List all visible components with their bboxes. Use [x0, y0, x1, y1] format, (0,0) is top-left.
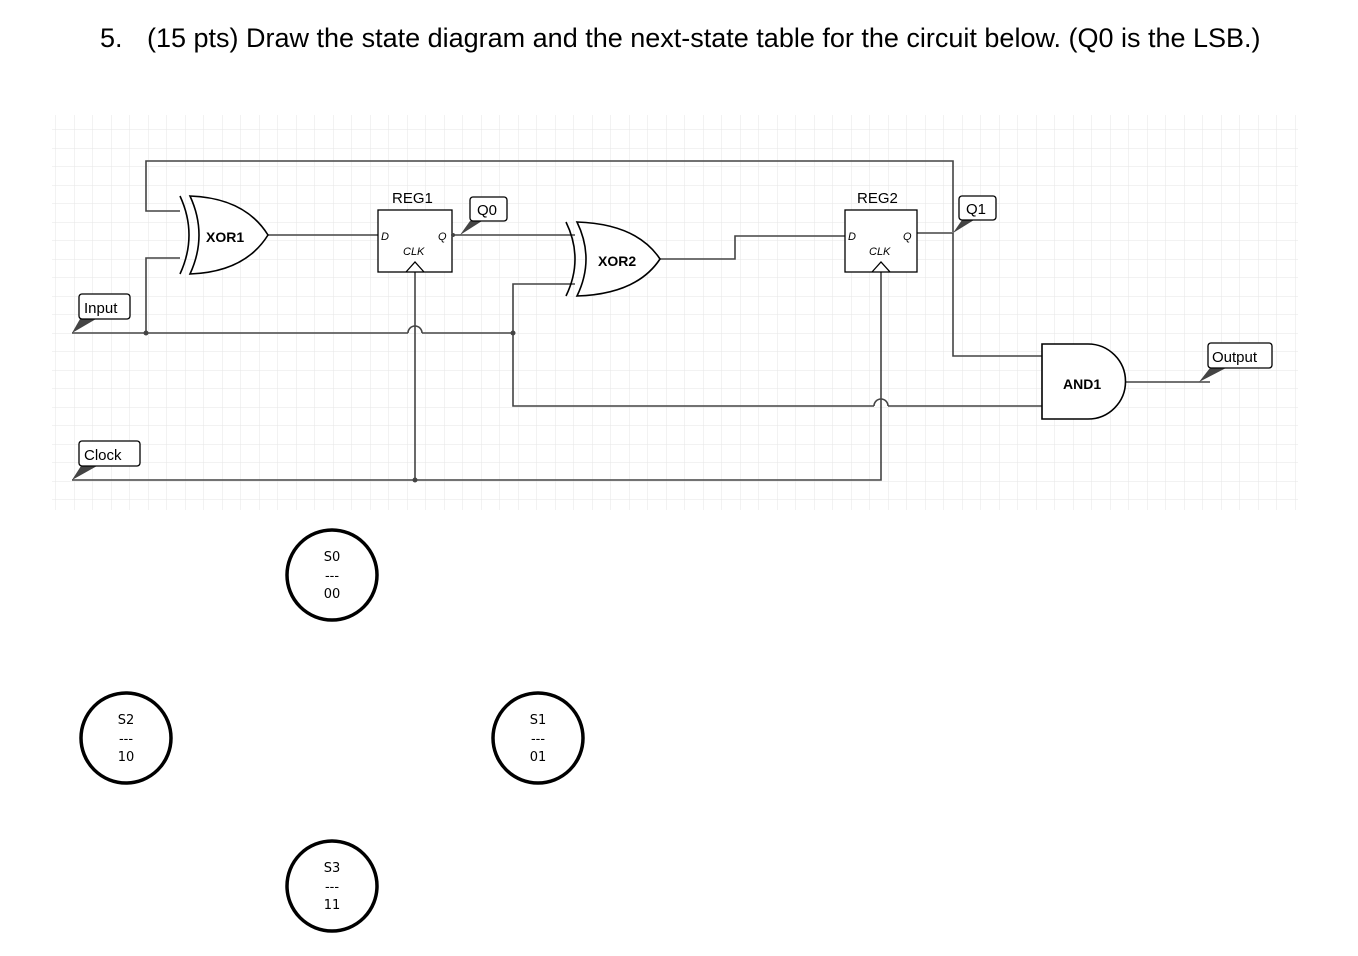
clock-wire: [72, 272, 882, 481]
feedback-wire: [145, 160, 954, 232]
junction-dot: [510, 330, 516, 336]
question-number: 5.: [100, 23, 123, 53]
question: 5. (15 pts) Draw the state diagram and t…: [100, 20, 1320, 57]
clock-pin-label: Clock: [84, 447, 122, 464]
output-pin-label: Output: [1212, 349, 1258, 366]
xor1-label: XOR1: [206, 229, 244, 245]
and1-gate: AND1: [1041, 343, 1127, 420]
state-s0-name: S0: [324, 550, 341, 565]
state-s0-code: 00: [324, 587, 341, 602]
output-pin: Output: [1199, 342, 1273, 382]
and1-label: AND1: [1063, 376, 1101, 392]
reg1-q-dot: [451, 233, 455, 237]
junction-dot: [412, 477, 418, 483]
question-text: (15 pts) Draw the state diagram and the …: [147, 23, 1261, 53]
clock-pin: Clock: [72, 440, 141, 480]
probe-q0: Q0: [460, 196, 508, 235]
reg2-q-pin: Q: [903, 231, 912, 243]
input-to-and: [512, 333, 874, 407]
probe-q1-label: Q1: [966, 201, 986, 218]
reg1: REG1 D Q CLK: [377, 190, 455, 273]
input-to-xor2: [512, 283, 575, 333]
state-s1-sep: ---: [531, 732, 545, 747]
state-s2-name: S2: [118, 713, 135, 728]
state-s3-code: 11: [324, 898, 341, 913]
state-s1-name: S1: [530, 713, 547, 728]
state-s1-code: 01: [530, 750, 547, 765]
state-s2-code: 10: [118, 750, 135, 765]
state-s2: S2 --- 10: [79, 691, 173, 785]
state-s3-sep: ---: [325, 880, 339, 895]
input-pin-label: Input: [84, 300, 118, 317]
state-s0: S0 --- 00: [285, 528, 379, 622]
junctions: [143, 330, 516, 483]
xor2-out-wire: [660, 235, 845, 260]
grid-background: [52, 115, 1298, 510]
reg2-clock-triangle: [871, 261, 891, 273]
reg1-clock-triangle: [405, 261, 425, 273]
probe-q1: Q1: [953, 195, 997, 233]
input-to-xor1: [145, 257, 180, 333]
reg1-name: REG1: [392, 190, 433, 207]
junction-dot: [143, 330, 149, 336]
xor2-gate: XOR2: [565, 221, 661, 297]
input-pin: Input: [72, 293, 131, 333]
reg1-d-pin: D: [381, 231, 389, 243]
reg1-clk-pin: CLK: [403, 246, 425, 258]
q1-wire: [917, 232, 1042, 357]
reg2: REG2 D Q CLK: [844, 190, 918, 273]
state-s3-name: S3: [324, 861, 341, 876]
xor2-label: XOR2: [598, 253, 636, 269]
xor1-gate: XOR1: [179, 195, 269, 275]
state-s0-sep: ---: [325, 569, 339, 584]
state-s2-sep: ---: [119, 732, 133, 747]
state-s1: S1 --- 01: [491, 691, 585, 785]
reg2-clk-pin: CLK: [869, 246, 891, 258]
reg2-name: REG2: [857, 190, 898, 207]
reg2-d-pin: D: [848, 231, 856, 243]
wires: [72, 160, 1210, 481]
probe-q0-label: Q0: [477, 202, 497, 219]
state-s3: S3 --- 11: [285, 839, 379, 933]
reg1-q-pin: Q: [438, 231, 447, 243]
